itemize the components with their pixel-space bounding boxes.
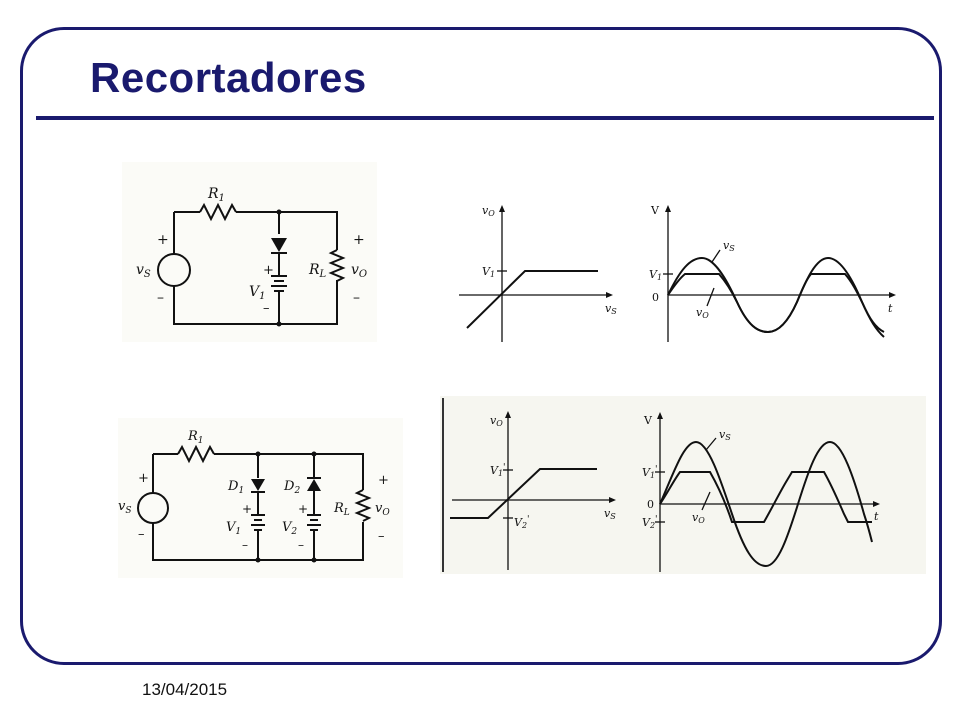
wave2-vo-label: vO [692,511,705,525]
wave2-vs-pointer [705,437,717,451]
label-source-plus: + [157,232,169,248]
resistor-rl [328,249,346,282]
wave2-lower-label: V2' [642,515,658,530]
resistor-r1 [199,202,237,222]
label2-d2: D2 [283,479,300,496]
title-underline [36,116,934,120]
slide-frame [20,27,942,665]
wire2-top-right [214,453,364,490]
label-battery-plus: + [263,263,274,278]
scanned-panel: vO vS V1' V2' V V1' 0 V2' t vS vO [440,396,926,574]
label2-r1: R1 [187,429,204,446]
label-battery-minus: – [263,301,270,316]
wave1-zero-label: 0 [652,291,659,304]
wave2-zero-label: 0 [647,498,654,511]
label2-v1: V1 [226,520,241,537]
slide-date: 13/04/2015 [142,680,228,699]
transfer2-curve [450,468,597,519]
wave1-vo-curve [667,273,885,334]
diode2-d2-icon [307,479,321,491]
clipper-circuit-2: R1 + – vS D1 D2 + + V1 V2 – – RL + vO – [118,418,403,578]
label-source-minus: – [157,290,164,306]
transfer2-x-label: vS [604,507,616,521]
wave1-vs-pointer [711,249,721,263]
transfer2-lower-label: V2' [514,515,530,530]
node-bottom [276,321,282,327]
label2-d1: D1 [227,479,244,496]
waveform-2: V V1' 0 V2' t vS vO [642,412,880,572]
transfer-characteristic-2: vO vS V1' V2' [450,411,616,570]
clipper-circuit-1: R1 + – vS + V1 – RL + vO – [122,162,377,342]
wire-top-right [236,211,338,250]
wave1-vo-label: vO [696,306,709,320]
label2-source-minus: – [138,527,145,542]
wave2-vs-curve [659,440,873,568]
label2-source-plus: + [138,471,149,486]
transfer1-curve [466,270,598,329]
transfer1-y-label: vO [482,204,495,218]
diode-d1-icon [271,238,287,252]
label-r1: R1 [207,186,225,204]
label2-out-plus: + [378,473,389,488]
source2-vs [137,492,169,524]
transfer1-level-label: V1 [482,265,495,279]
label2-vs: vS [118,499,132,516]
wave1-vo-pointer [706,287,715,307]
label2-out-minus: – [378,529,385,544]
resistor2-rl [354,489,372,522]
label-out-plus: + [353,232,365,248]
label2-rl: RL [333,501,350,518]
wave2-upper-label: V1' [642,465,658,480]
label2-b2-minus: – [298,538,304,552]
transfer2-upper-label: V1' [490,463,506,478]
transfer-characteristic-1: vO vS V1 [455,200,620,345]
wave1-vs-label: vS [723,239,735,253]
label2-b1-minus: – [242,538,248,552]
label-rl: RL [308,262,327,280]
wire-bottom-left [173,280,338,325]
label-out-minus: – [353,290,360,306]
node-top [276,209,282,215]
wave1-level-label: V1 [649,268,662,282]
transfer1-x-label: vS [605,302,617,316]
wave2-t-label: t [874,510,879,523]
waveform-1: V V1 0 t vS vO [640,200,900,345]
label2-vo: vO [375,501,390,518]
transfer2-y-label: vO [490,414,503,428]
label2-v2: V2 [282,520,297,537]
wave2-vs-label: vS [719,428,731,442]
wave2-vo-curve [659,471,872,523]
source-vs [157,253,191,287]
label-v1: V1 [249,284,266,302]
label-vs: vS [136,262,151,280]
wave2-y-label: V [643,414,653,427]
wave1-y-label: V [650,204,660,217]
diode2-d1-icon [251,479,265,491]
wave2-vo-pointer [701,491,711,511]
label2-b2-plus: + [298,502,308,516]
wave1-t-label: t [888,302,893,315]
label-vo: vO [351,262,367,280]
wave1-vs-curve [667,256,885,338]
resistor2-r1 [177,444,215,464]
label2-b1-plus: + [242,502,252,516]
slide-title: Recortadores [90,54,367,101]
